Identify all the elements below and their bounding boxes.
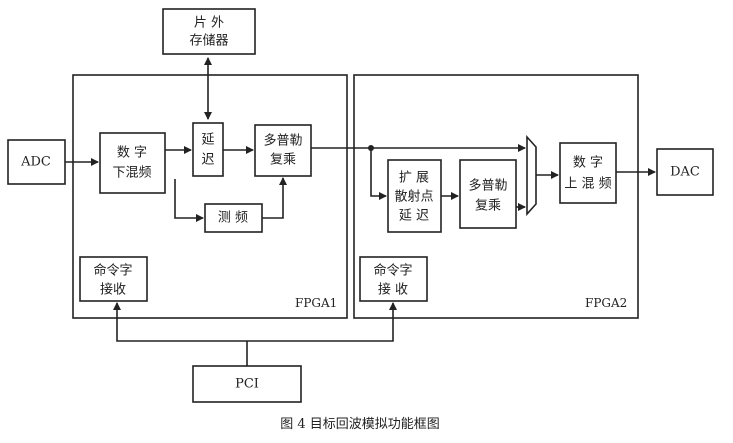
fpga2-label: FPGA2 xyxy=(585,296,627,310)
duc-box xyxy=(559,142,617,204)
spread-delay-line-1: 扩 展 xyxy=(399,171,429,186)
spread-delay-box xyxy=(387,159,442,233)
ext-memory-line-2: 存储器 xyxy=(189,34,228,49)
ddc-line-2: 下混频 xyxy=(112,166,151,181)
ext-memory-line-1: 片 外 xyxy=(194,16,224,31)
ext-memory-box xyxy=(162,8,256,55)
delay-line-1: 延 xyxy=(201,133,214,148)
dac-box xyxy=(656,148,714,196)
cmd1-line-1: 命令字 xyxy=(93,263,132,279)
mux-shape xyxy=(526,134,537,217)
dac-label: DAC xyxy=(670,165,700,180)
figure-caption: 图 4 目标回波模拟功能框图 xyxy=(280,417,440,432)
doppler2-line-1: 多普勒 xyxy=(468,178,507,194)
duc-line-1: 数 字 xyxy=(573,156,603,171)
cmd2-line-1: 命令字 xyxy=(373,263,412,279)
ddc-line-1: 数 字 xyxy=(117,146,147,161)
doppler1-line-2: 复乘 xyxy=(270,153,296,168)
arrow-ddc-freq xyxy=(174,179,204,222)
adc-label: ADC xyxy=(20,155,51,170)
delay-box xyxy=(192,122,224,177)
adc-box xyxy=(7,139,66,185)
ddc-box xyxy=(99,132,166,194)
spread-delay-line-3: 延 迟 xyxy=(399,209,429,224)
arrow-pci-cmd1 xyxy=(113,302,247,342)
cmd2-line-2: 接 收 xyxy=(378,282,408,298)
pci-label: PCI xyxy=(235,377,259,392)
arrow-junction-spread xyxy=(370,148,387,200)
freq-measure-label: 测 频 xyxy=(218,211,248,226)
doppler1-box xyxy=(254,124,312,177)
arrow-freq-doppler1 xyxy=(262,177,287,219)
cmd2-box xyxy=(359,256,428,302)
delay-line-2: 迟 xyxy=(201,153,214,168)
fpga2-frame xyxy=(353,74,639,319)
arrow-pci-cmd2 xyxy=(247,302,397,342)
cmd1-box xyxy=(79,256,148,302)
pci-box xyxy=(192,365,302,403)
duc-line-2: 上 混 频 xyxy=(564,177,611,192)
cmd1-line-2: 接收 xyxy=(100,282,126,298)
spread-delay-line-2: 散射点 xyxy=(394,189,433,205)
freq-measure-box xyxy=(204,203,263,233)
fpga1-label: FPGA1 xyxy=(295,296,337,310)
doppler1-line-1: 多普勒 xyxy=(263,133,302,149)
doppler2-line-2: 复乘 xyxy=(475,199,501,214)
doppler2-box xyxy=(459,159,517,229)
